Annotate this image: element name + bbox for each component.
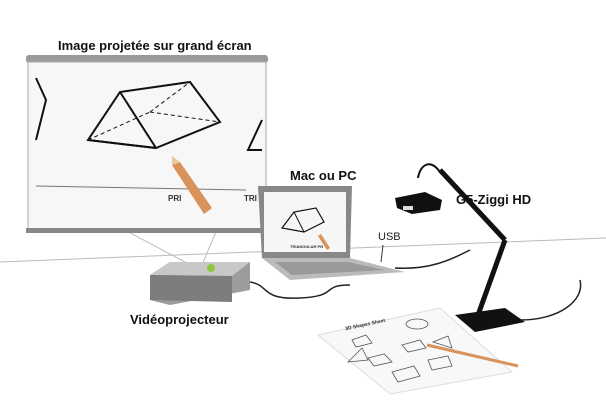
projector-label: Vidéoprojecteur	[130, 312, 229, 327]
screen-label: Image projetée sur grand écran	[58, 38, 252, 53]
document-camera	[395, 163, 582, 332]
laptop	[258, 186, 471, 280]
camera-label: G5-Ziggi HD	[456, 192, 532, 207]
usb-label: USB	[378, 231, 401, 243]
projector	[150, 262, 351, 305]
projection-screen	[26, 55, 268, 233]
screen-caption-left: PRI	[168, 194, 182, 203]
screen-caption-right: TRI	[244, 194, 257, 203]
worksheet	[316, 307, 519, 395]
projector-led	[207, 264, 215, 272]
computer-label: Mac ou PC	[290, 168, 357, 183]
laptop-caption: TRIANGULAR PR	[290, 244, 324, 249]
